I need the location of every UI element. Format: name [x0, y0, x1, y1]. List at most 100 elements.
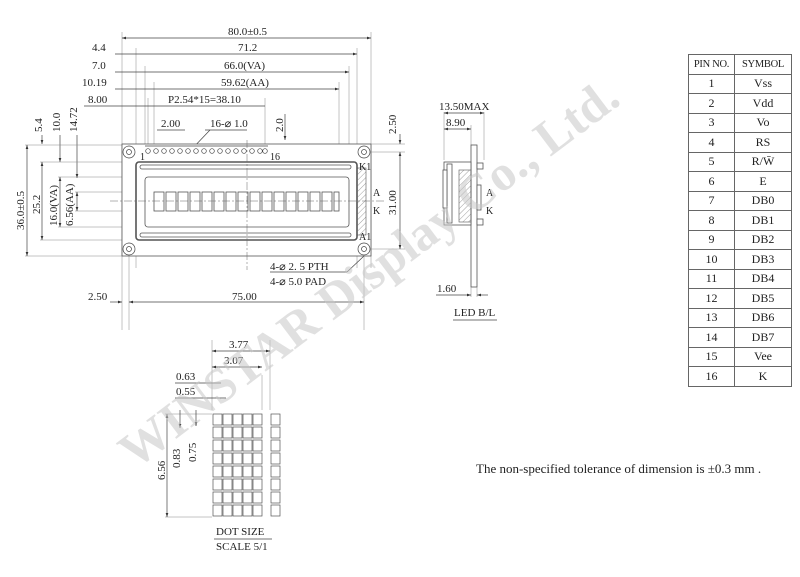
character-cells [153, 191, 340, 212]
label-pad: 4-⌀ 5.0 PAD [270, 276, 326, 288]
pin-number: 5 [688, 151, 735, 172]
dim-pcb-thickness: 1.60 [437, 283, 457, 295]
dim-body-depth: 8.90 [446, 117, 466, 129]
pin-number: 14 [688, 327, 735, 348]
dim-dot-pitch-y: 0.83 [171, 448, 183, 468]
label-pin-1: 1 [140, 152, 145, 163]
dim-14-72: 14.72 [68, 107, 80, 132]
pin-symbol: RS [734, 132, 792, 153]
side-label-k: K [486, 206, 494, 217]
pin-symbol: DB6 [734, 307, 792, 328]
dot-matrix [212, 413, 281, 517]
pin-symbol: Vee [734, 346, 792, 367]
mounting-holes [122, 145, 371, 256]
dim-hole-offset-y: 2.50 [387, 114, 399, 134]
label-k: K [373, 206, 381, 217]
pin-number: 2 [688, 93, 735, 114]
dot-size-detail: 3.77 3.07 0.63 0.55 6.56 0.83 0.75 DOT S… [156, 339, 281, 553]
dim-pin-holes: 16-⌀ 1.0 [210, 118, 248, 130]
pin-number: 15 [688, 346, 735, 367]
dim-char-height: 6.56 [156, 460, 168, 480]
header-pin-no: PIN NO. [688, 54, 735, 75]
label-pin-16: 16 [270, 152, 280, 163]
dim-7-0: 7.0 [92, 60, 106, 72]
dim-viewing-area: 66.0(VA) [224, 60, 265, 72]
pin-symbol: DB5 [734, 288, 792, 309]
pin-number: 4 [688, 132, 735, 153]
pin-number: 9 [688, 229, 735, 250]
side-view: 13.50MAX 8.90 A K 1.60 LED B/L [436, 101, 497, 321]
pin-symbol: Vo [734, 112, 792, 133]
pin-symbol: DB4 [734, 268, 792, 289]
pin-header [145, 145, 268, 154]
pin-number: 3 [688, 112, 735, 133]
dim-8-00: 8.00 [88, 94, 108, 106]
pin-number: 1 [688, 73, 735, 94]
dim-pin-spacing: 2.00 [161, 118, 181, 130]
pin-symbol: R/W̄ [734, 151, 792, 172]
dim-5-4: 5.4 [33, 118, 45, 132]
dim-bezel-height: 25.2 [31, 195, 43, 214]
pin-number: 13 [688, 307, 735, 328]
dim-hole-span-x: 75.00 [232, 291, 257, 303]
header-symbol: SYMBOL [734, 54, 792, 75]
pin-number: 16 [688, 366, 735, 387]
pin-number: 6 [688, 171, 735, 192]
pin-symbol: DB2 [734, 229, 792, 250]
side-label-a: A [486, 188, 494, 199]
dim-4-4: 4.4 [92, 42, 106, 54]
label-k1: K1 [359, 162, 371, 173]
pin-symbol: E [734, 171, 792, 192]
table-header: PIN NO. SYMBOL [688, 54, 792, 75]
pin-number: 10 [688, 249, 735, 270]
pin-symbol: DB7 [734, 327, 792, 348]
dim-10-0: 10.0 [51, 112, 63, 132]
pin-symbol: DB1 [734, 210, 792, 231]
label-a: A [373, 188, 381, 199]
dim-aa-height: 6.56(AA) [64, 183, 76, 226]
dim-max-thickness: 13.50MAX [439, 101, 489, 113]
dim-va-height: 16.0(VA) [48, 185, 60, 226]
dim-pin-offset-y: 2.0 [274, 118, 286, 132]
scale-caption: SCALE 5/1 [216, 541, 268, 553]
dim-active-area: 59.62(AA) [221, 77, 269, 89]
dim-10-19: 10.19 [82, 77, 107, 89]
dim-overall-height: 36.0±0.5 [15, 190, 27, 230]
dim-2-50: 2.50 [88, 291, 108, 303]
pin-symbol: K [734, 366, 792, 387]
pin-number: 8 [688, 210, 735, 231]
front-view: 80.0±0.5 4.4 71.2 7.0 66.0(VA) 10.19 59.… [15, 26, 405, 330]
tolerance-note: The non-specified tolerance of dimension… [476, 461, 762, 476]
dim-dot-height: 0.75 [187, 442, 199, 462]
watermark: WINSTAR Display Co., Ltd. [108, 67, 629, 479]
dim-hole-span-y: 31.00 [387, 190, 399, 215]
pin-symbol: DB3 [734, 249, 792, 270]
dim-char-width: 3.77 [229, 339, 249, 351]
dim-overall-width: 80.0±0.5 [228, 26, 268, 38]
dim-pin-pitch: P2.54*15=38.10 [168, 94, 241, 106]
pin-number: 11 [688, 268, 735, 289]
dim-dot-block-width: 3.07 [224, 355, 244, 367]
dim-dot-width: 0.55 [176, 386, 196, 398]
pin-symbol: DB0 [734, 190, 792, 211]
dim-71-2: 71.2 [238, 42, 257, 54]
dim-dot-pitch-x: 0.63 [176, 371, 196, 383]
